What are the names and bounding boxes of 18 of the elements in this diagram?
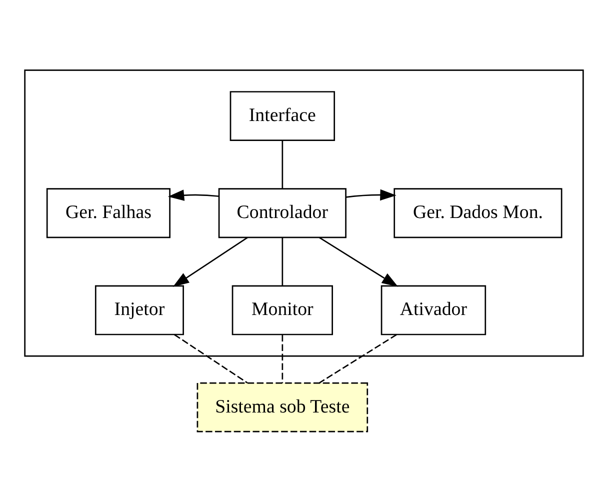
cluster — [24, 70, 584, 357]
connector — [319, 334, 397, 384]
node-box: Ger. Dados Mon. — [394, 188, 562, 238]
node-box: Injetor — [94, 285, 184, 336]
node-box: Interface — [230, 91, 336, 141]
node-box: Ger. Falhas — [46, 188, 170, 238]
arrow — [168, 190, 219, 201]
connector — [282, 334, 284, 383]
node-box: Sistema sob Teste — [196, 382, 368, 432]
connector — [282, 140, 284, 189]
arrow — [172, 237, 248, 287]
node-box: Monitor — [232, 285, 333, 336]
connector — [282, 238, 284, 286]
node-box: Ativador — [380, 285, 486, 336]
arrow — [346, 189, 396, 201]
node-box: Controlador — [218, 188, 346, 238]
connector — [174, 334, 248, 384]
arrow — [319, 237, 398, 287]
